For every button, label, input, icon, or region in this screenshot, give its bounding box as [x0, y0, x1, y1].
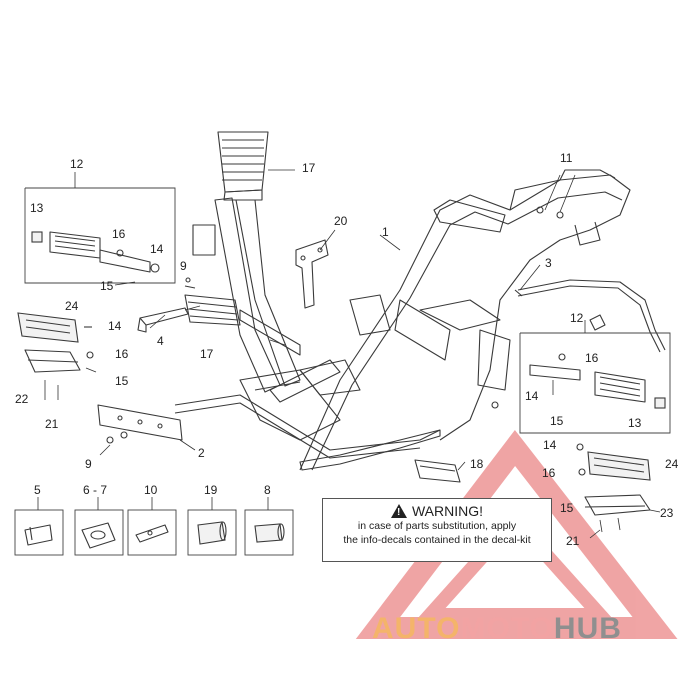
watermark-logo: AUTOMOTOHUB	[372, 612, 692, 652]
label-5: 5	[34, 483, 41, 497]
label-23: 23	[660, 506, 674, 520]
part-18-strip	[414, 459, 461, 483]
warning-triangle-icon: !	[390, 504, 407, 518]
logo-moto: MOTO	[460, 612, 554, 645]
fasteners	[106, 206, 564, 444]
label-17-upper: 17	[302, 161, 316, 175]
part-17-plate	[184, 294, 241, 326]
main-frame	[174, 131, 631, 471]
label-16-left: 16	[112, 227, 126, 241]
label-9-lower: 9	[85, 457, 92, 471]
label-24-left: 24	[65, 299, 79, 313]
left-footrest-box	[24, 172, 176, 286]
label-18: 18	[470, 457, 484, 471]
label-14-left: 14	[150, 242, 164, 256]
label-17-lower: 17	[200, 347, 214, 361]
callout-labels: 12 13 16 14 15 24 14 16 15 22 21 9 4 17 …	[15, 151, 679, 548]
label-22: 22	[15, 392, 29, 406]
label-15-right: 15	[550, 414, 564, 428]
warning-line-2: the info-decals contained in the decal-k…	[343, 534, 531, 546]
warning-title: WARNING!	[411, 503, 484, 519]
label-16-far-right: 16	[542, 466, 556, 480]
warning-header: ! WARNING!	[323, 503, 551, 519]
right-footrest-24	[576, 443, 651, 533]
label-14-mid: 14	[108, 319, 122, 333]
label-3: 3	[545, 256, 552, 270]
label-15-left: 15	[100, 279, 114, 293]
part-20-bracket	[295, 239, 329, 309]
label-16-mid: 16	[115, 347, 129, 361]
label-14-right: 14	[525, 389, 539, 403]
logo-auto: AUTO	[372, 612, 461, 645]
warning-box: ! WARNING! in case of parts substitution…	[322, 498, 552, 562]
warning-line-1: in case of parts substitution, apply	[357, 520, 517, 532]
label-19: 19	[204, 483, 218, 497]
label-14-far-right: 14	[543, 438, 557, 452]
label-12-left: 12	[70, 157, 84, 171]
label-15-far-right: 15	[560, 501, 574, 515]
label-10: 10	[144, 483, 158, 497]
label-4: 4	[157, 334, 164, 348]
label-21-left: 21	[45, 417, 59, 431]
logo-hub: HUB	[553, 612, 622, 645]
accessory-boxes	[14, 497, 294, 556]
label-6-7: 6 - 7	[83, 483, 107, 497]
label-13-right: 13	[628, 416, 642, 430]
leader-lines	[99, 169, 661, 539]
label-24-right: 24	[665, 457, 679, 471]
label-21-right: 21	[566, 534, 580, 548]
label-16-right: 16	[585, 351, 599, 365]
label-9-upper: 9	[180, 259, 187, 273]
part-4-bracket	[137, 305, 201, 333]
label-15-mid: 15	[115, 374, 129, 388]
right-footrest-box	[519, 320, 671, 434]
label-8: 8	[264, 483, 271, 497]
label-1: 1	[382, 225, 389, 239]
label-12-right: 12	[570, 311, 584, 325]
label-20: 20	[334, 214, 348, 228]
left-footrest-24	[17, 312, 97, 400]
part-2-plate	[97, 404, 183, 441]
label-2: 2	[198, 446, 205, 460]
label-11: 11	[560, 151, 573, 165]
label-13-left: 13	[30, 201, 44, 215]
part-3-cable	[514, 279, 666, 353]
